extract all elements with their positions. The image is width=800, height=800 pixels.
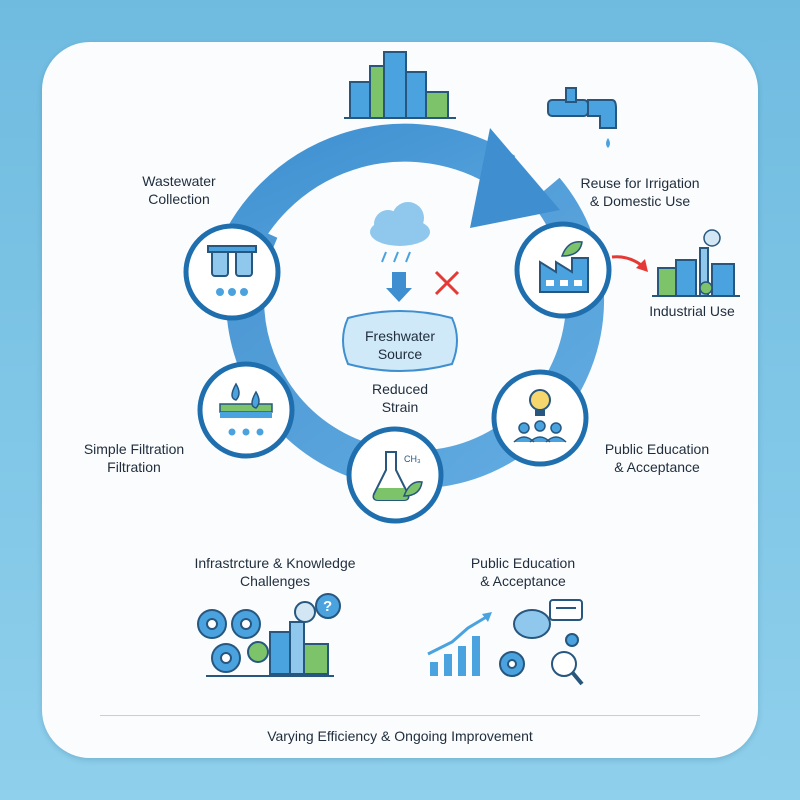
brain-gear-magnifier-icon xyxy=(499,599,584,686)
label-line: & Acceptance xyxy=(480,573,566,589)
freshwater-source-shape xyxy=(342,310,458,372)
filtration-layers-icon xyxy=(219,382,273,436)
node-filtration xyxy=(197,361,295,459)
lightbulb-people-icon xyxy=(513,389,567,443)
cloud-rain-icon xyxy=(370,202,430,302)
footer-text: Varying Efficiency & Ongoing Improvement xyxy=(267,728,533,744)
label-line: & Acceptance xyxy=(614,459,700,475)
flask-formula: CH₃ xyxy=(404,454,421,464)
growth-chart-icon xyxy=(427,612,492,676)
cycle-arrowhead xyxy=(470,128,560,228)
label-line: Filtration xyxy=(107,459,161,475)
filter-cartridges-icon xyxy=(207,245,257,296)
node-flask: CH₃ xyxy=(346,426,444,524)
gears-factory-icon xyxy=(197,593,341,677)
faucet-icon xyxy=(547,87,617,148)
cycle-ring-upper xyxy=(214,123,516,269)
label-line: Infrastrcture & Knowledge xyxy=(194,555,356,571)
label-industrial-use: Industrial Use xyxy=(649,303,735,319)
label-freshwater-source: Freshwater Source xyxy=(350,327,450,363)
label-line: Wastewater xyxy=(142,173,216,189)
label-line: Public Education xyxy=(470,555,576,571)
label-line: & Domestic Use xyxy=(589,193,691,209)
label-public-education-bottom: Public Education & Acceptance xyxy=(458,554,588,590)
node-wastewater xyxy=(183,223,281,321)
label-reduced-strain: Reduced Strain xyxy=(350,380,450,416)
footer-divider xyxy=(100,715,700,716)
label-line: Collection xyxy=(148,191,210,207)
flask-icon xyxy=(372,451,423,501)
label-line: Freshwater xyxy=(364,328,436,344)
label-line: Simple Filtration xyxy=(83,441,185,457)
red-x-icon xyxy=(434,270,460,296)
red-arrowhead xyxy=(636,259,648,272)
label-reuse: Reuse for Irrigation & Domestic Use xyxy=(565,174,715,210)
label-line: Challenges xyxy=(239,573,311,589)
node-education xyxy=(491,369,589,467)
factory-leaf-icon xyxy=(539,241,589,293)
factory-icon xyxy=(652,229,740,297)
node-reuse xyxy=(514,221,612,319)
label-line: Public Education xyxy=(604,441,710,457)
question-mark: ? xyxy=(323,598,332,615)
city-icon xyxy=(344,51,456,119)
label-simple-filtration: Simple Filtration Filtration xyxy=(72,440,196,476)
label-line: Reuse for Irrigation xyxy=(580,175,700,191)
label-wastewater-collection: Wastewater Collection xyxy=(120,172,238,208)
label-infrastructure: Infrastrcture & Knowledge Challenges xyxy=(180,554,370,590)
label-public-education-right: Public Education & Acceptance xyxy=(592,440,722,476)
label-line: Reduced xyxy=(371,381,429,397)
label-line: Strain xyxy=(381,399,419,415)
label-line: Source xyxy=(377,346,423,362)
